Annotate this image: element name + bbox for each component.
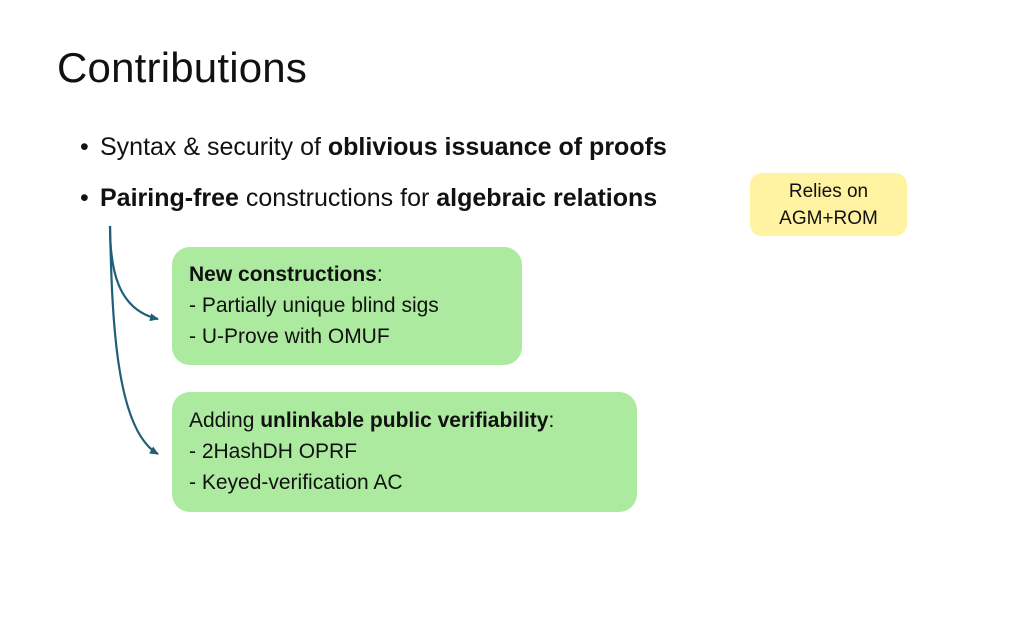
box-heading: New constructions: bbox=[189, 259, 522, 290]
box-heading-prefix: Adding bbox=[189, 409, 261, 432]
box-item: - Keyed-verification AC bbox=[189, 471, 403, 494]
arrow-to-public-verifiability bbox=[108, 225, 159, 455]
arrow-to-new-constructions bbox=[108, 225, 159, 322]
assumption-note: Relies on AGM+ROM bbox=[750, 173, 907, 236]
bullet-text: Syntax & security of bbox=[100, 133, 328, 161]
new-constructions-box: New constructions: - Partially unique bl… bbox=[172, 247, 522, 365]
slide-title: Contributions bbox=[57, 44, 308, 91]
bullet-oblivious-issuance: • Syntax & security of oblivious issuance… bbox=[80, 133, 667, 162]
box-item: - Partially unique blind sigs bbox=[189, 294, 439, 317]
box-heading-bold: New constructions bbox=[189, 263, 377, 286]
bullet-dot: • bbox=[80, 184, 89, 212]
box-item: - U-Prove with OMUF bbox=[189, 325, 390, 348]
bullet-text: constructions for bbox=[238, 184, 437, 212]
bullet-pairing-free: • Pairing-free constructions for algebrai… bbox=[80, 184, 657, 213]
bullet-text-bold: algebraic relations bbox=[436, 184, 658, 212]
box-heading-suffix: : bbox=[376, 263, 383, 286]
bullet-dot: • bbox=[80, 133, 89, 161]
box-heading-suffix: : bbox=[548, 409, 555, 432]
bullet-text-bold: oblivious issuance of proofs bbox=[327, 133, 667, 161]
note-line-1: Relies on bbox=[788, 181, 869, 202]
box-item: - 2HashDH OPRF bbox=[189, 440, 358, 463]
bullet-text-bold: Pairing-free bbox=[100, 184, 239, 212]
note-line-2: AGM+ROM bbox=[779, 208, 878, 229]
public-verifiability-box: Adding unlinkable public verifiability: … bbox=[172, 392, 637, 512]
box-heading-bold: unlinkable public verifiability bbox=[260, 409, 549, 432]
box-heading: Adding unlinkable public verifiability: bbox=[189, 405, 637, 436]
